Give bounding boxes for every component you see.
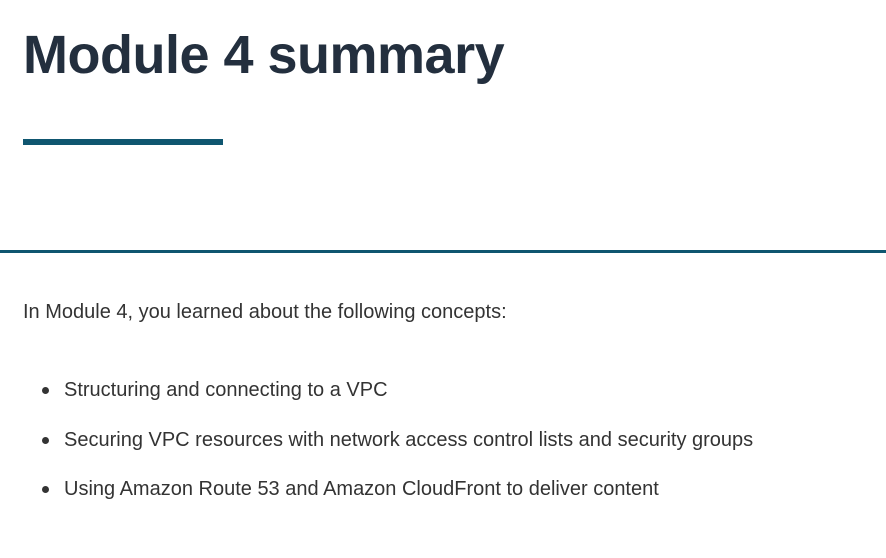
title-underline xyxy=(23,139,223,145)
page-title: Module 4 summary xyxy=(23,25,505,85)
list-item: Using Amazon Route 53 and Amazon CloudFr… xyxy=(23,475,753,503)
concept-text: Using Amazon Route 53 and Amazon CloudFr… xyxy=(64,478,659,500)
list-item: Securing VPC resources with network acce… xyxy=(23,426,753,454)
concept-text: Securing VPC resources with network acce… xyxy=(64,428,754,451)
bullet-icon xyxy=(42,387,49,394)
bullet-icon xyxy=(42,486,49,493)
bullet-icon xyxy=(42,436,49,444)
list-item: Structuring and connecting to a VPC xyxy=(23,376,753,404)
concept-list: Structuring and connecting to a VPC Secu… xyxy=(23,376,753,525)
intro-text: In Module 4, you learned about the follo… xyxy=(23,301,507,323)
concept-text: Structuring and connecting to a VPC xyxy=(64,379,388,401)
section-divider xyxy=(0,250,886,253)
